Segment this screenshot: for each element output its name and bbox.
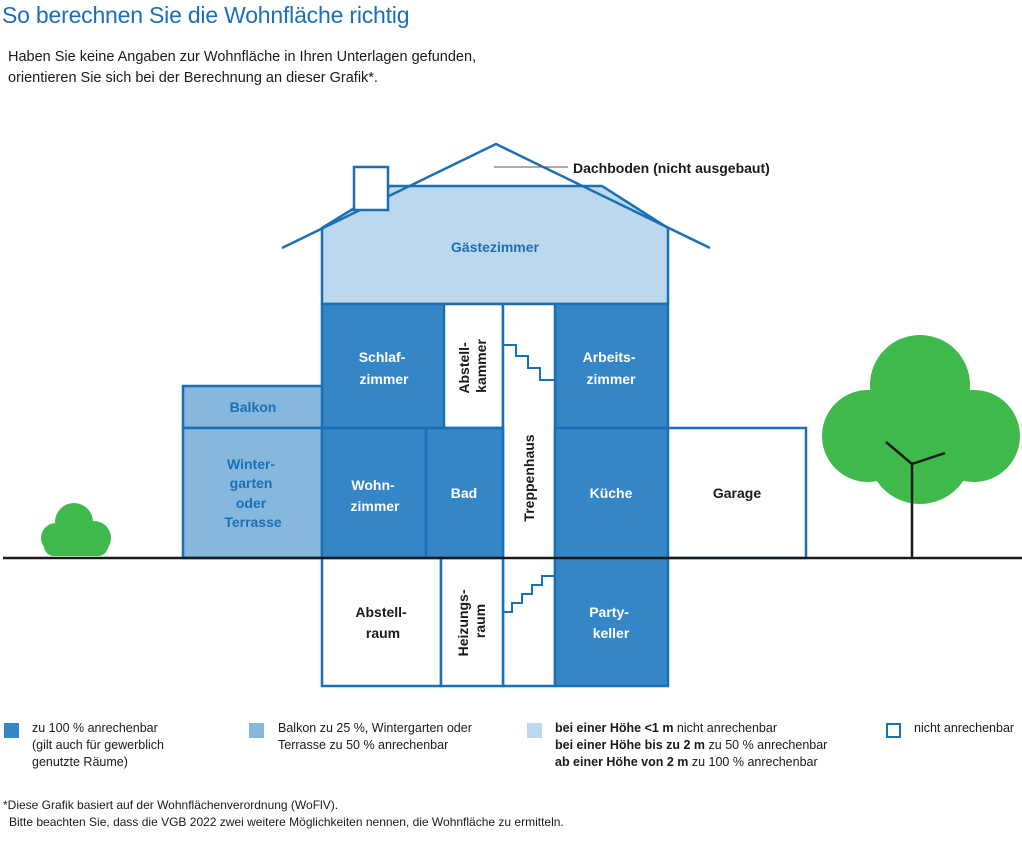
storage-closet-label: Abstell- kammer — [456, 338, 489, 393]
house-diagram: Dachboden (nicht ausgebaut) Gästezimmer … — [3, 142, 1022, 688]
label-line: Schlaf- — [359, 349, 406, 365]
legend-item-full: zu 100 % anrechenbar (gilt auch für gewe… — [4, 720, 234, 771]
label-line: raum — [366, 625, 400, 641]
living-room-label: Wohn- zimmer — [350, 477, 400, 514]
label-line: Party- — [589, 604, 629, 620]
upper-floor: Schlaf- zimmer Abstell- kammer Arbeits- … — [320, 302, 670, 430]
legend-line: (gilt auch für gewerblich — [32, 738, 165, 752]
upper-stairs — [503, 344, 555, 381]
legend-line: genutzte Räume) — [32, 755, 128, 769]
label-line: zimmer — [359, 371, 409, 387]
legend-text: nicht anrechenbar — [914, 720, 1020, 737]
label-line: Heizungs- — [455, 589, 471, 656]
label-line: Wohn- — [351, 477, 395, 493]
roof: Dachboden (nicht ausgebaut) Gästezimmer — [281, 142, 770, 306]
stairwell: Treppenhaus — [501, 302, 557, 688]
balcony-label: Balkon — [230, 399, 277, 415]
garage — [666, 426, 808, 560]
roof-outline — [281, 142, 711, 250]
bush-illustration — [41, 503, 111, 556]
stairwell-label: Treppenhaus — [521, 434, 537, 521]
legend-line: ab einer Höhe von 2 m zu 100 % anrechenb… — [555, 755, 818, 769]
storage-closet — [442, 302, 505, 430]
legend-swatch — [4, 723, 19, 738]
label-line: kammer — [473, 339, 489, 393]
lower-stairs — [503, 575, 555, 613]
label-line: zimmer — [350, 498, 400, 514]
legend-line: zu 100 % anrechenbar — [32, 721, 158, 735]
label-line: Winter- — [227, 456, 275, 472]
intro-line: orientieren Sie sich bei der Berechnung … — [8, 70, 378, 86]
garage-label: Garage — [713, 485, 761, 501]
legend-swatch — [527, 723, 542, 738]
study — [553, 302, 670, 430]
ground-floor: Balkon Winter- garten oder Terrasse Wohn… — [181, 384, 808, 560]
footnote-line: *Diese Grafik basiert auf der Wohnfläche… — [3, 798, 339, 812]
legend-text: bei einer Höhe <1 m nicht anrechenbar be… — [555, 720, 867, 771]
label-line: Abstell- — [355, 604, 407, 620]
legend-item-partial: Balkon zu 25 %, Wintergarten oder Terras… — [249, 720, 509, 754]
legend-swatch — [886, 723, 901, 738]
legend-line: bei einer Höhe <1 m nicht anrechenbar — [555, 721, 777, 735]
label-line: raum — [472, 604, 488, 638]
label-line: keller — [593, 625, 630, 641]
legend-text: zu 100 % anrechenbar (gilt auch für gewe… — [32, 720, 234, 771]
legend-line: Terrasse zu 50 % anrechenbar — [278, 738, 449, 752]
bedroom — [320, 302, 446, 430]
page-title: So berechnen Sie die Wohnfläche richtig — [2, 2, 410, 28]
legend-swatch — [249, 723, 264, 738]
bathroom-label: Bad — [451, 485, 477, 501]
winter-garden-label: Winter- garten oder Terrasse — [224, 456, 282, 530]
legend-line: bei einer Höhe bis zu 2 m zu 50 % anrech… — [555, 738, 828, 752]
bathroom — [424, 426, 505, 560]
intro-text: Haben Sie keine Angaben zur Wohnfläche i… — [8, 47, 476, 89]
party-cellar — [553, 556, 670, 688]
kitchen-label: Küche — [590, 485, 633, 501]
winter-garden — [181, 426, 324, 560]
label-line: zimmer — [586, 371, 636, 387]
guest-room-label: Gästezimmer — [451, 239, 539, 255]
legend-line: Balkon zu 25 %, Wintergarten oder — [278, 721, 472, 735]
party-cellar-label: Party- keller — [589, 604, 633, 641]
basement: Abstell- raum Heizungs- raum Party- kell… — [320, 556, 670, 688]
legend-item-height: bei einer Höhe <1 m nicht anrechenbar be… — [527, 720, 867, 771]
storage-room — [320, 556, 443, 688]
tree-illustration — [822, 335, 1020, 558]
attic-gable — [390, 144, 602, 186]
legend-item-none: nicht anrechenbar — [886, 720, 1020, 738]
boiler-room-label: Heizungs- raum — [455, 586, 488, 657]
boiler-room — [439, 556, 505, 688]
label-line: oder — [236, 495, 267, 511]
label-line: Arbeits- — [583, 349, 636, 365]
footnote-line: Bitte beachten Sie, dass die VGB 2022 zw… — [9, 815, 564, 829]
intro-line: Haben Sie keine Angaben zur Wohnfläche i… — [8, 49, 477, 65]
label-line: Terrasse — [224, 514, 282, 530]
legend-text: Balkon zu 25 %, Wintergarten oder Terras… — [278, 720, 509, 754]
living-room — [320, 426, 428, 560]
bedroom-label: Schlaf- zimmer — [359, 349, 410, 387]
label-line: Abstell- — [456, 342, 472, 394]
chimney — [352, 165, 390, 212]
balcony — [181, 384, 324, 430]
label-line: garten — [230, 475, 273, 491]
kitchen — [553, 426, 670, 560]
study-label: Arbeits- zimmer — [583, 349, 640, 387]
attic-label: Dachboden (nicht ausgebaut) — [573, 160, 770, 176]
footnote: *Diese Grafik basiert auf der Wohnfläche… — [3, 797, 564, 831]
legend-line: nicht anrechenbar — [914, 721, 1015, 735]
storage-room-label: Abstell- raum — [355, 604, 410, 641]
